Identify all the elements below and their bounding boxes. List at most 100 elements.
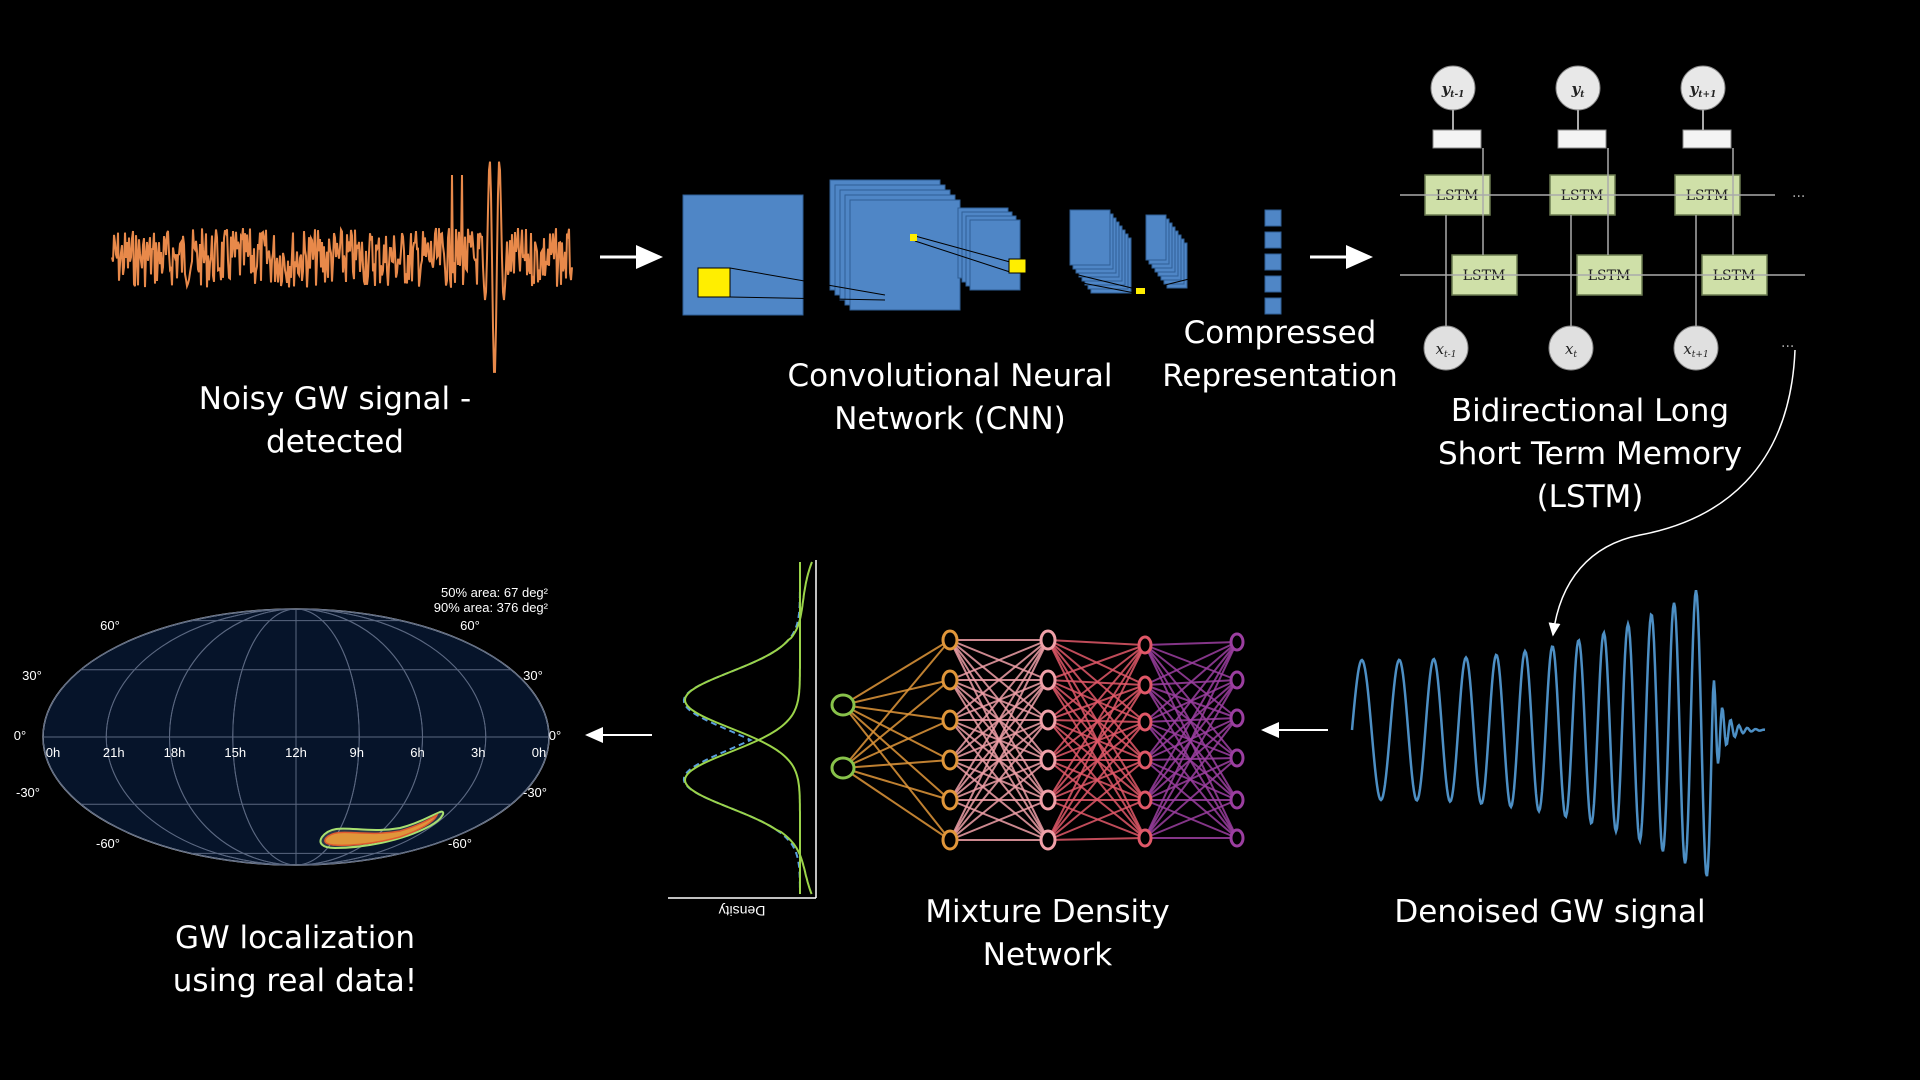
mdn-connection bbox=[1047, 759, 1146, 841]
lstm-cell-label: LSTM bbox=[1686, 188, 1729, 204]
mdn-connection bbox=[1144, 641, 1238, 761]
mdn-node bbox=[941, 629, 959, 651]
mdn-connection bbox=[1144, 721, 1238, 801]
mdn-connection bbox=[1144, 717, 1238, 839]
skymap-ra-label: 12h bbox=[285, 745, 307, 760]
mdn-node bbox=[1137, 712, 1153, 732]
mdn-connection bbox=[842, 719, 951, 769]
mdn-connection bbox=[949, 639, 1049, 761]
caption-line: Network (CNN) bbox=[834, 401, 1066, 437]
caption-noisy-signal: Noisy GW signal - detected bbox=[180, 378, 490, 464]
mdn-node bbox=[1229, 670, 1245, 690]
cnn-feature-highlight-1 bbox=[910, 234, 917, 241]
lstm-cell-label: LSTM bbox=[1561, 188, 1604, 204]
compressed-unit bbox=[1264, 231, 1282, 249]
mdn-node bbox=[941, 789, 959, 811]
mdn-connection bbox=[1047, 639, 1146, 723]
caption-line: GW localization bbox=[174, 920, 416, 956]
caption-cnn: Convolutional Neural Network (CNN) bbox=[780, 355, 1120, 441]
skymap-lat-label: -60° bbox=[96, 836, 120, 851]
cnn-feature-map bbox=[849, 199, 961, 311]
caption-mdn: Mixture Density Network bbox=[910, 891, 1185, 977]
lstm-output-gate bbox=[1682, 129, 1732, 149]
caption-line: Network bbox=[982, 937, 1113, 973]
caption-lstm: Bidirectional Long Short Term Memory (LS… bbox=[1430, 390, 1750, 519]
caption-line: Short Term Memory bbox=[1437, 436, 1743, 472]
mdn-connection bbox=[949, 639, 1049, 841]
mdn-node bbox=[830, 693, 856, 717]
mdn-connection bbox=[842, 759, 951, 769]
mdn-node bbox=[1039, 669, 1057, 691]
mdn-connection bbox=[1047, 684, 1146, 841]
caption-line: Representation bbox=[1162, 358, 1398, 394]
mdn-connection bbox=[1144, 679, 1238, 839]
mdn-connection bbox=[1047, 644, 1146, 681]
mdn-node bbox=[1039, 709, 1057, 731]
mdn-connection bbox=[1047, 644, 1146, 801]
lstm-input-node bbox=[1673, 325, 1719, 371]
mdn-connection bbox=[842, 679, 951, 706]
mdn-connection bbox=[842, 704, 951, 841]
lstm-input-node bbox=[1423, 325, 1469, 371]
skymap-meridian bbox=[42, 608, 550, 866]
skymap-lat-label: 0° bbox=[14, 728, 26, 743]
compressed-unit bbox=[1264, 297, 1282, 315]
mdn-connection bbox=[1144, 641, 1238, 801]
density-axis-label: Density bbox=[719, 903, 766, 919]
lstm-ellipsis: ... bbox=[1792, 185, 1805, 201]
skymap-ra-label: 18h bbox=[164, 745, 186, 760]
mdn-connection bbox=[1047, 721, 1146, 841]
cnn-connection-line bbox=[1144, 293, 1266, 296]
mdn-connection bbox=[1144, 641, 1238, 839]
lstm-cell-label: LSTM bbox=[1436, 188, 1479, 204]
lstm-ellipsis: ... bbox=[1781, 335, 1794, 351]
mdn-node bbox=[1229, 828, 1245, 848]
lstm-diagram: yt-1LSTMLSTMxt-1ytLSTMLSTMxtyt+1LSTMLSTM… bbox=[1400, 65, 1805, 371]
skymap-ra-label: 6h bbox=[410, 745, 424, 760]
cnn-feature-highlight-2 bbox=[1008, 258, 1027, 274]
skymap-ra-label: 0h bbox=[532, 745, 546, 760]
mdn-connection bbox=[1144, 641, 1238, 723]
mdn-connection bbox=[842, 767, 951, 801]
caption-line: Denoised GW signal bbox=[1394, 894, 1706, 930]
mdn-connection bbox=[842, 639, 951, 769]
skymap-lat-label: -30° bbox=[523, 785, 547, 800]
skymap-lat-label: 0° bbox=[549, 728, 561, 743]
mdn-node bbox=[1229, 632, 1245, 652]
mdn-node bbox=[1039, 629, 1057, 651]
mdn-node bbox=[1137, 828, 1153, 848]
mdn-connection bbox=[949, 759, 1049, 841]
mdn-node bbox=[1137, 675, 1153, 695]
caption-line: using real data! bbox=[172, 963, 418, 999]
skymap-lat-label: -30° bbox=[16, 785, 40, 800]
cnn-connection-line bbox=[1144, 259, 1266, 291]
cnn-feature-highlight-3 bbox=[1136, 288, 1145, 294]
mdn-node bbox=[1039, 789, 1057, 811]
mdn-connection bbox=[842, 767, 951, 841]
mdn-node bbox=[1229, 708, 1245, 728]
mdn-node bbox=[1137, 790, 1153, 810]
cnn-feature-map bbox=[1145, 214, 1167, 261]
lstm-cell-label: LSTM bbox=[1713, 268, 1756, 284]
mdn-node bbox=[941, 709, 959, 731]
skymap-area-50: 50% area: 67 deg² bbox=[441, 585, 549, 600]
cnn-connection-line bbox=[914, 235, 1011, 263]
denoised-gw-waveform bbox=[1350, 589, 1766, 877]
lstm-output-node bbox=[1680, 65, 1726, 111]
mdn-connection bbox=[949, 679, 1049, 841]
mdn-node bbox=[1039, 829, 1057, 851]
skymap-ra-label: 3h bbox=[471, 745, 485, 760]
mdn-connection bbox=[842, 679, 951, 769]
mdn-connection bbox=[949, 639, 1049, 721]
caption-line: Bidirectional Long bbox=[1450, 393, 1730, 429]
caption-compressed: Compressed Representation bbox=[1160, 312, 1400, 398]
cnn-receptive-field bbox=[697, 267, 731, 298]
density-total-dashed bbox=[682, 562, 801, 894]
cnn-connection-line bbox=[729, 267, 886, 296]
lstm-cell-label: LSTM bbox=[1463, 268, 1506, 284]
mdn-connection bbox=[1047, 799, 1146, 841]
mdn-connection bbox=[1047, 639, 1146, 646]
mdn-connection bbox=[1144, 757, 1238, 839]
